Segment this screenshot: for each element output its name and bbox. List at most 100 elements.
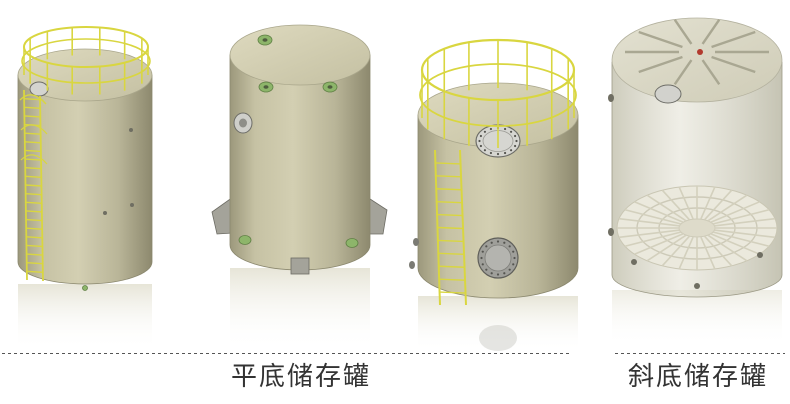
ladder-rung [435, 175, 462, 178]
tank-4-slanted-floor [616, 185, 778, 271]
floor-spoke [714, 217, 776, 227]
manhole-bolt [483, 149, 487, 152]
manhole-bolt [503, 127, 507, 131]
ladder-rung [24, 132, 41, 135]
tank-2-bottom-nozzle [238, 235, 252, 245]
manhole-bolt [513, 144, 517, 148]
ladder-rung [437, 226, 464, 230]
ladder-rung [26, 227, 43, 230]
ladder-rung [438, 265, 465, 268]
floor-spoke [704, 189, 733, 221]
tank-1-flat-bottom [17, 26, 153, 291]
floor-spoke [712, 231, 770, 247]
tank-2-front-leg [290, 257, 310, 275]
roof-rib [711, 55, 756, 74]
ladder-rung [24, 106, 41, 109]
tank-3-flat-bottom [409, 38, 579, 306]
tank-2-body [229, 54, 371, 271]
ladder-rung [26, 244, 43, 248]
manhole-bolt [509, 149, 513, 152]
floor-spoke [712, 209, 770, 225]
tank-1-top [17, 48, 153, 102]
floor-spoke [646, 194, 687, 222]
ladder-rung [25, 167, 42, 170]
floor-spoke [714, 229, 776, 239]
floor-spoke [634, 233, 684, 255]
tank-1-nozzle [103, 211, 107, 215]
ladder-rung [437, 213, 463, 217]
slanted-bottom-caption: 斜底储存罐 [628, 362, 769, 392]
manhole-bolt [513, 134, 517, 138]
floor-spoke [646, 234, 687, 262]
tank-4-slanted-bottom [608, 17, 783, 298]
tank-4-roof-vent [697, 49, 703, 55]
floor-spoke [634, 201, 684, 223]
ladder-rung [24, 141, 41, 144]
ladder-rung [438, 252, 465, 256]
flat-bottom-caption: 平底储存罐 [231, 362, 372, 392]
tank-3-manhole-reflection [479, 325, 517, 351]
ladder-rung [26, 270, 43, 274]
tank-2-reflection [230, 268, 370, 350]
manhole-bolt [503, 151, 507, 155]
ladder-rung [24, 115, 41, 118]
ladder-rung [26, 236, 43, 239]
roof-rib [673, 18, 693, 45]
ladder-rung [25, 210, 42, 213]
manhole-bolt [479, 134, 483, 138]
floor-spoke [661, 189, 690, 221]
ladder-rail [39, 95, 44, 282]
manhole-bolt [496, 240, 500, 243]
manhole-bolt [489, 127, 493, 131]
manhole-bolt [480, 256, 483, 260]
floor-spoke [624, 209, 682, 225]
ladder-rung [439, 291, 466, 294]
tank-4-reflection [612, 290, 782, 346]
tank-1-nozzle [129, 128, 133, 132]
manhole-bolt [515, 139, 518, 143]
roof-rib [673, 59, 693, 86]
manhole-bolt [509, 130, 513, 133]
tank-4-roof [611, 17, 783, 103]
floor-spoke [700, 236, 716, 270]
tank-4-bottom-nozzle [631, 259, 637, 265]
nozzle-bore [327, 85, 333, 89]
floor-spoke [710, 233, 760, 255]
tank-4-roof-ribs [625, 18, 769, 86]
tank-1-top-manhole [29, 81, 49, 97]
tank-3-railing [419, 38, 577, 148]
manhole-bolt [512, 250, 515, 253]
ladder-rung [25, 175, 42, 179]
tank-3-side-nozzle [409, 261, 415, 269]
ladder-rung [437, 239, 464, 243]
ladder-rung [25, 201, 42, 204]
roof-rib [701, 59, 721, 86]
manhole-bolt [496, 273, 500, 276]
manhole-bolt [485, 245, 488, 248]
tank-4-roof-manhole [654, 84, 682, 104]
floor-spoke [678, 236, 694, 270]
manhole-bolt [481, 263, 484, 266]
manhole-bolt [513, 256, 516, 260]
manhole-bolt [508, 245, 511, 248]
tank-1-body [17, 74, 153, 285]
ladder-rung [24, 97, 41, 101]
ladder-rung [26, 253, 43, 256]
tank-1-nozzle [130, 203, 134, 207]
floor-spoke [707, 194, 748, 222]
manhole-bolt [512, 263, 515, 266]
tank-4-side-nozzle [608, 228, 614, 236]
manhole-bolt [490, 241, 493, 244]
ladder-rung [24, 149, 41, 153]
floor-spoke [700, 186, 716, 220]
tank-1-railing [21, 26, 151, 95]
manhole-bolt [490, 272, 493, 275]
manhole-bolt [489, 151, 493, 155]
roof-rib [711, 30, 756, 49]
tank-2-top [229, 24, 371, 86]
tank-2-side-flange-bore [239, 118, 247, 128]
ladder-rung [436, 188, 462, 191]
ladder-rung [439, 278, 466, 281]
ladder-rung [25, 158, 42, 161]
floor-spoke [618, 217, 680, 227]
